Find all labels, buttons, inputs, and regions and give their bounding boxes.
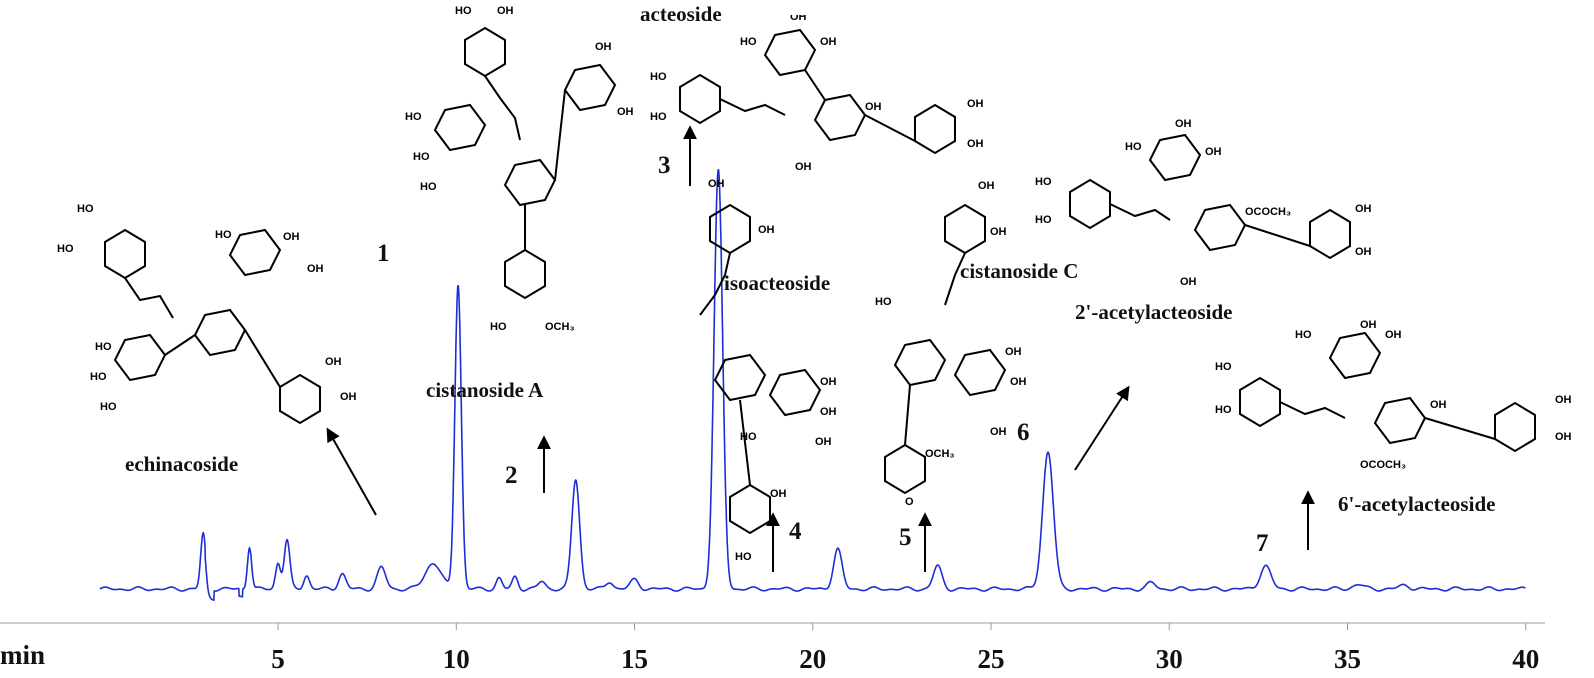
svg-text:OCOCH₃: OCOCH₃	[1360, 459, 1406, 471]
2-acetylacteoside-structure: HO HO HO OH OH OCOCH₃ OH OH OH	[1035, 118, 1372, 288]
svg-text:OH: OH	[795, 161, 812, 173]
6-acetylacteoside-structure: HO HO HO OH OH OH OCOCH₃ OH OH	[1215, 319, 1572, 471]
peak-label-2: 2	[505, 462, 518, 489]
svg-text:OH: OH	[307, 263, 324, 275]
svg-text:HO: HO	[650, 111, 667, 123]
svg-text:HO: HO	[875, 296, 892, 308]
isoacteoside-structure: OH OH OH OH OH HO OH HO	[699, 178, 837, 563]
svg-text:HO: HO	[1215, 361, 1232, 373]
svg-text:HO: HO	[1035, 214, 1052, 226]
svg-text:O: O	[905, 496, 914, 508]
svg-text:OH: OH	[1360, 319, 1377, 331]
acteoside-structure: HO HO HO OH OH OH OH OH OH	[650, 15, 984, 173]
svg-text:OH: OH	[340, 391, 357, 403]
svg-text:HO: HO	[90, 371, 107, 383]
peak-label-1: 1	[377, 240, 390, 267]
x-tick-label: 20	[799, 644, 826, 674]
svg-text:OH: OH	[325, 356, 342, 368]
x-tick-label: 25	[978, 644, 1005, 674]
x-tick-label: 40	[1512, 644, 1539, 674]
svg-text:OH: OH	[1005, 346, 1022, 358]
svg-text:HO: HO	[740, 36, 757, 48]
svg-text:HO: HO	[405, 111, 422, 123]
svg-text:HO: HO	[1125, 141, 1142, 153]
svg-text:OH: OH	[865, 101, 882, 113]
peak-label-3: 3	[658, 152, 671, 179]
svg-text:HO: HO	[413, 151, 430, 163]
svg-text:OH: OH	[1355, 246, 1372, 258]
svg-text:HO: HO	[1215, 404, 1232, 416]
svg-text:OH: OH	[283, 231, 300, 243]
x-axis: 5 10 15 20 25 30 35 40	[0, 622, 1545, 674]
svg-text:OH: OH	[820, 376, 837, 388]
compound-name-echinacoside: echinacoside	[125, 452, 239, 476]
svg-text:HO: HO	[735, 551, 752, 563]
peak-label-7: 7	[1256, 530, 1269, 557]
chromatogram-trace	[99, 169, 1526, 601]
x-tick-label: 10	[443, 644, 470, 674]
peak-label-6: 6	[1017, 419, 1030, 446]
compound-name-2-acetylacteoside: 2'-acetylacteoside	[1075, 300, 1233, 324]
svg-text:OH: OH	[617, 106, 634, 118]
svg-text:OH: OH	[708, 178, 725, 190]
svg-text:OH: OH	[1555, 394, 1572, 406]
svg-text:HO: HO	[77, 203, 94, 215]
svg-text:OH: OH	[1430, 399, 1447, 411]
svg-text:HO: HO	[215, 229, 232, 241]
svg-text:OH: OH	[1010, 376, 1027, 388]
svg-text:OH: OH	[1175, 118, 1192, 130]
svg-text:HO: HO	[740, 431, 757, 443]
svg-text:HO: HO	[1295, 329, 1312, 341]
svg-text:OH: OH	[770, 488, 787, 500]
compound-name-cistanoside-c: cistanoside C	[960, 259, 1079, 283]
svg-text:HO: HO	[1035, 176, 1052, 188]
svg-text:OH: OH	[1555, 431, 1572, 443]
compound-name-6-acetylacteoside: 6'-acetylacteoside	[1338, 492, 1496, 516]
svg-text:OH: OH	[595, 41, 612, 53]
svg-text:HO: HO	[420, 181, 437, 193]
svg-text:OH: OH	[978, 180, 995, 192]
annotation-arrow	[1074, 385, 1130, 471]
x-tick-label: 30	[1156, 644, 1183, 674]
annotation-arrows	[326, 125, 1315, 572]
svg-text:HO: HO	[455, 5, 472, 17]
x-axis-unit-label: min	[0, 640, 46, 670]
peak-label-5: 5	[899, 524, 912, 551]
svg-text:OH: OH	[990, 226, 1007, 238]
svg-text:OCH₃: OCH₃	[925, 448, 955, 460]
svg-text:OH: OH	[790, 15, 807, 23]
x-tick-label: 35	[1334, 644, 1361, 674]
peak-label-4: 4	[789, 518, 802, 545]
cistanoside-c-structure: OH OH OH OH OH HO OCH₃ O	[875, 180, 1027, 508]
svg-text:OH: OH	[758, 224, 775, 236]
svg-text:HO: HO	[650, 71, 667, 83]
svg-text:HO: HO	[100, 401, 117, 413]
echinacoside-structure: HO HO HO OH OH HO HO HO OH OH	[57, 203, 357, 425]
svg-text:OH: OH	[1385, 329, 1402, 341]
svg-text:OCH₃: OCH₃	[545, 321, 575, 333]
compound-name-cistanoside-a: cistanoside A	[426, 378, 544, 402]
svg-text:OH: OH	[1180, 276, 1197, 288]
svg-text:OH: OH	[967, 138, 984, 150]
svg-text:HO: HO	[490, 321, 507, 333]
svg-text:OH: OH	[815, 436, 832, 448]
x-tick-label: 15	[621, 644, 648, 674]
svg-text:OH: OH	[967, 98, 984, 110]
svg-text:HO: HO	[57, 243, 74, 255]
svg-text:OH: OH	[497, 5, 514, 17]
svg-text:OH: OH	[990, 426, 1007, 438]
cistanoside-a-structure: HO OH OH OH HO HO HO HO OCH₃	[405, 5, 634, 333]
compound-name-acteoside: acteoside	[640, 2, 722, 26]
svg-text:OH: OH	[1205, 146, 1222, 158]
svg-text:OH: OH	[820, 36, 837, 48]
svg-text:OH: OH	[1355, 203, 1372, 215]
compound-name-isoacteoside: isoacteoside	[724, 271, 831, 295]
svg-text:OCOCH₃: OCOCH₃	[1245, 206, 1291, 218]
annotation-arrow	[326, 427, 377, 516]
svg-text:OH: OH	[820, 406, 837, 418]
x-tick-label: 5	[271, 644, 285, 674]
svg-text:HO: HO	[95, 341, 112, 353]
